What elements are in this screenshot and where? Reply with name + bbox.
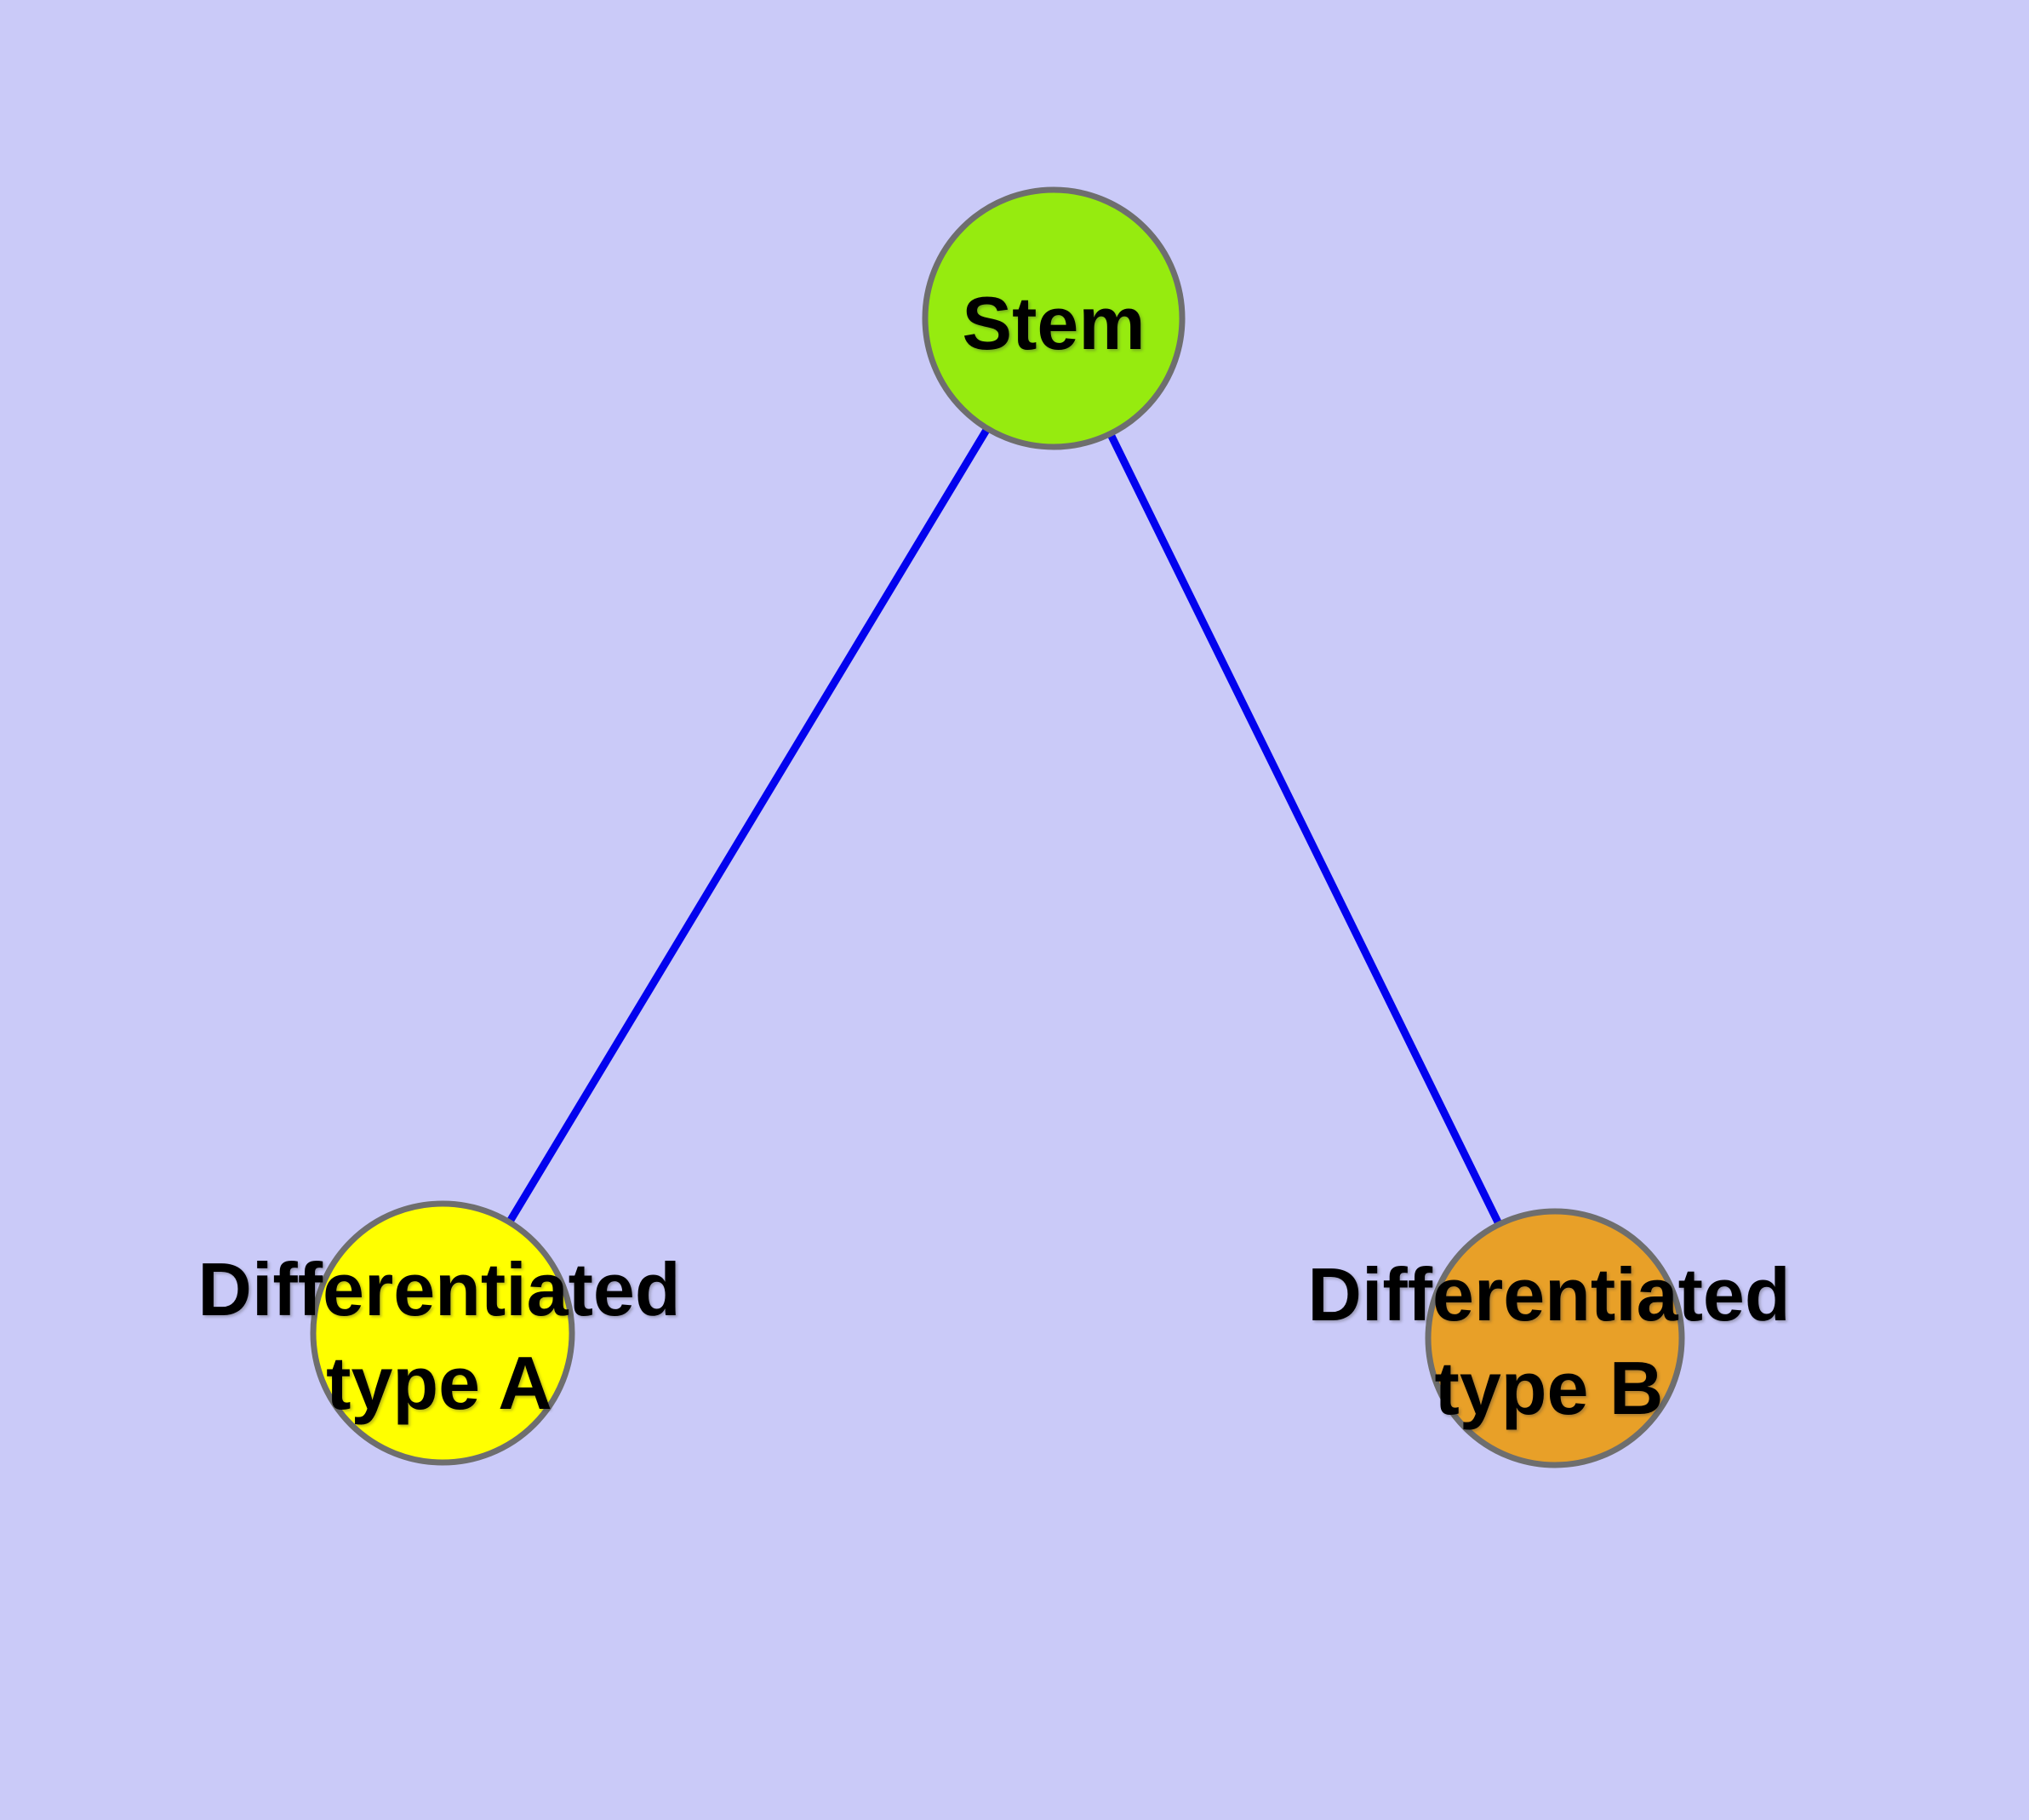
edge-stem-to-type-b [1049, 317, 1559, 1340]
node-type-a [310, 1200, 575, 1466]
node-stem [922, 186, 1186, 450]
node-type-b-label: Differentiated type B [1307, 1252, 1791, 1430]
node-type-b [1425, 1208, 1685, 1468]
node-stem-label: Stem [962, 281, 1146, 365]
node-type-a-label: Differentiated type A [197, 1247, 681, 1425]
edge-stem-to-type-a [439, 316, 1057, 1336]
